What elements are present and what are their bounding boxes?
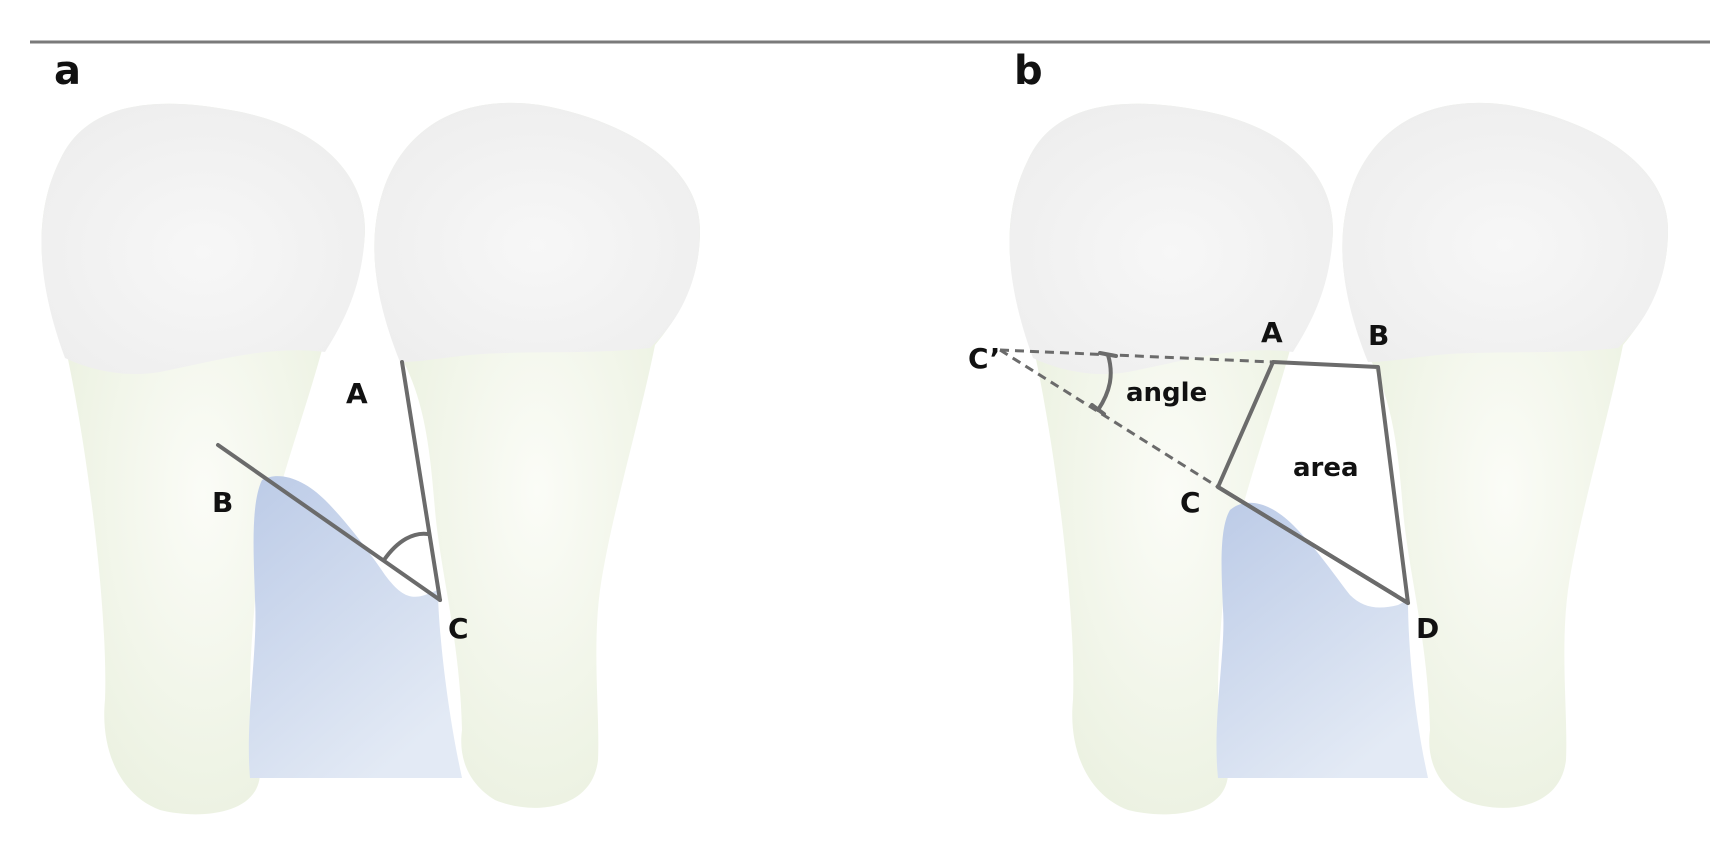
panel-a: a A B C (41, 48, 700, 815)
angle-arc-tick-top (1098, 351, 1118, 358)
line-a-to-c (400, 360, 442, 602)
panel-b: b angle area C’ A B C D (968, 48, 1668, 815)
angle-label: angle (1126, 378, 1207, 408)
dashed-line-cprime-to-a (999, 348, 1274, 364)
point-label-a: A (1261, 316, 1283, 349)
point-label-a: A (346, 377, 368, 410)
panel-letter-a: a (54, 48, 81, 94)
angle-arc-tick-bottom (1090, 403, 1106, 416)
line-c-to-d (1216, 485, 1410, 605)
dashed-line-cprime-to-c (999, 348, 1219, 489)
angle-arc-a (382, 531, 430, 562)
interdental-bone-a (248, 476, 462, 778)
point-label-c: C (1180, 486, 1201, 519)
point-label-c-prime: C’ (968, 342, 1000, 375)
point-label-d: D (1416, 612, 1439, 645)
point-label-b: B (1368, 319, 1389, 352)
panel-letter-b: b (1014, 48, 1043, 94)
point-label-b: B (212, 486, 233, 519)
point-label-c: C (448, 612, 469, 645)
angle-arc-b (1096, 353, 1113, 412)
line-b-to-c (216, 443, 442, 602)
interdental-bone-b (1216, 502, 1428, 778)
area-label: area (1293, 453, 1359, 483)
